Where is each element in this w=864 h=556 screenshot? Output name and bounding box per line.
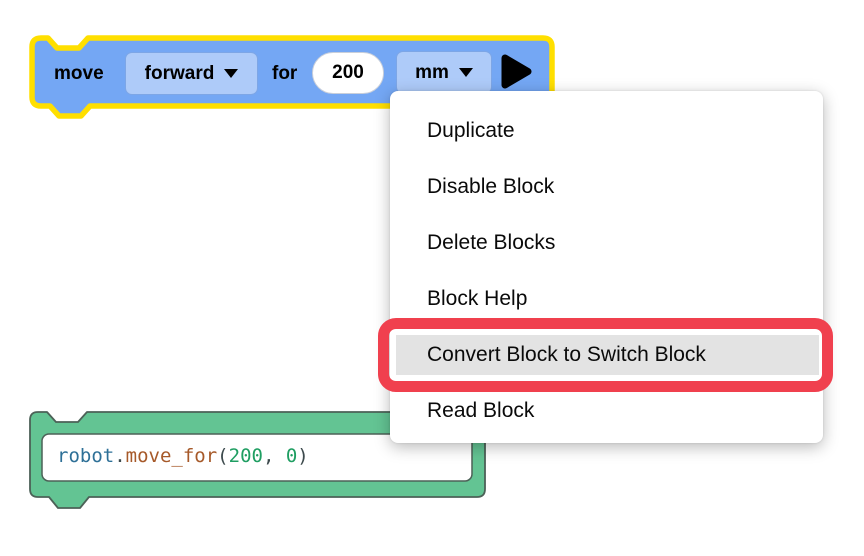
menu-item-disable-block[interactable]: Disable Block bbox=[427, 175, 555, 198]
move-block[interactable]: move forward for 200 mm bbox=[24, 29, 569, 129]
menu-item-highlight: Convert Block to Switch Block bbox=[396, 335, 819, 375]
code-token: 0 bbox=[285, 445, 298, 467]
direction-value: forward bbox=[144, 62, 215, 84]
unit-dropdown[interactable]: mm bbox=[396, 51, 492, 94]
distance-input[interactable]: 200 bbox=[312, 52, 384, 94]
direction-dropdown[interactable]: forward bbox=[125, 52, 258, 95]
chevron-down-icon bbox=[224, 69, 239, 78]
distance-value: 200 bbox=[332, 62, 364, 83]
menu-item-delete-blocks[interactable]: Delete Blocks bbox=[427, 231, 556, 254]
code-token: robot bbox=[57, 445, 115, 467]
move-label: move bbox=[54, 63, 104, 84]
play-icon bbox=[501, 54, 532, 89]
code-token: ( bbox=[217, 445, 229, 467]
unit-value: mm bbox=[415, 61, 449, 83]
code-token: . bbox=[114, 445, 126, 467]
for-label: for bbox=[272, 63, 298, 84]
code-token: 200 bbox=[228, 445, 263, 467]
code-token: move_for bbox=[125, 445, 218, 467]
menu-item-block-help[interactable]: Block Help bbox=[427, 287, 528, 310]
menu-item-read-block[interactable]: Read Block bbox=[427, 399, 535, 422]
python-code-block[interactable]: robot.move_for(200, 0) bbox=[27, 408, 492, 523]
menu-item-convert-block-to-switch-block[interactable]: Convert Block to Switch Block bbox=[390, 327, 823, 383]
block-context-menu: Duplicate Disable Block Delete Blocks Bl… bbox=[390, 91, 823, 443]
chevron-down-icon bbox=[458, 68, 473, 77]
menu-item-duplicate[interactable]: Duplicate bbox=[427, 119, 515, 142]
code-token: , bbox=[262, 445, 286, 467]
python-block-shape bbox=[29, 411, 486, 509]
code-token: ) bbox=[297, 445, 309, 467]
python-code-text: robot.move_for(200, 0) bbox=[57, 447, 309, 466]
